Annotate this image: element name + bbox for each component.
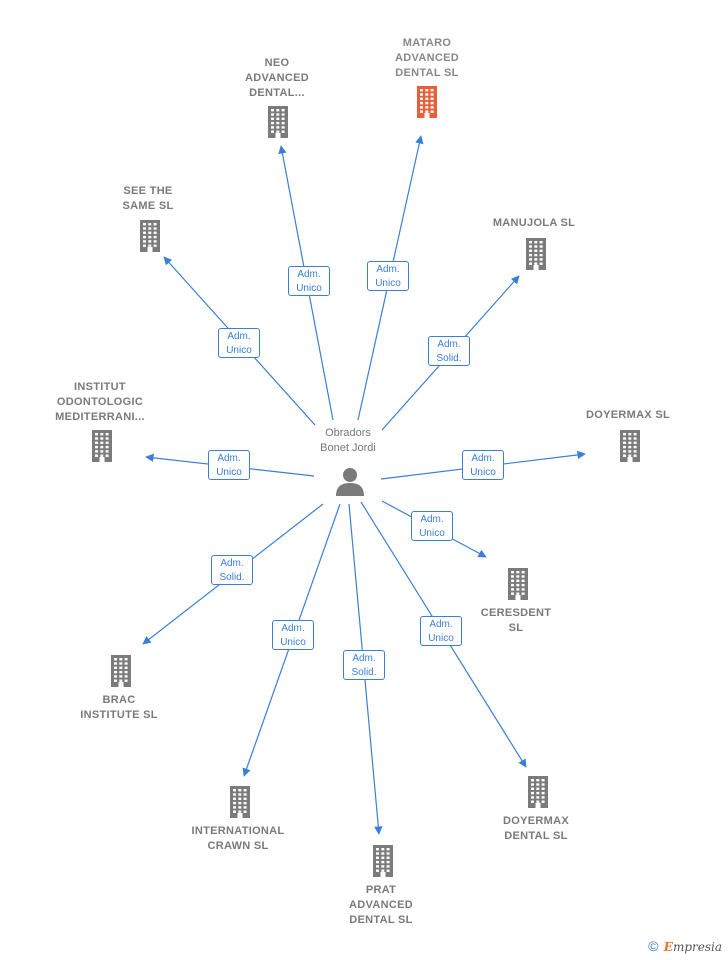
company-label-international-crawn[interactable]: INTERNATIONAL CRAWN SL [173,824,303,854]
relation-label-mataro-advanced-dental[interactable]: Adm. Unico [367,261,409,291]
company-label-prat-advanced-dental[interactable]: PRAT ADVANCED DENTAL SL [316,883,446,928]
person-icon[interactable] [332,464,368,500]
company-label-brac-institute[interactable]: BRAC INSTITUTE SL [54,693,184,723]
relation-label-manujola[interactable]: Adm. Solid. [428,336,470,366]
building-icon[interactable] [365,843,401,879]
building-icon[interactable] [520,774,556,810]
company-name-line: MEDITERRANI... [55,411,145,423]
relation-label-brac-institute[interactable]: Adm. Solid. [211,555,253,585]
copyright-icon: © [648,938,659,954]
relation-text: Unico [280,637,306,648]
company-name-line: DENTAL SL [349,914,413,926]
company-label-doyermax[interactable]: DOYERMAX SL [563,408,693,423]
building-icon[interactable] [409,84,445,120]
company-name-line: CERESDENT [480,607,552,619]
relation-text: Adm. [429,619,453,630]
relation-label-neo-advanced-dental[interactable]: Adm. Unico [288,266,330,296]
company-label-mataro-advanced-dental[interactable]: MATARO ADVANCED DENTAL SL [362,36,492,81]
building-icon[interactable] [500,566,536,602]
building-icon[interactable] [612,428,648,464]
company-label-ceresdent[interactable]: CERESDENT SL [451,606,581,636]
relation-text: Adm. [227,331,251,342]
relation-label-see-the-same[interactable]: Adm. Unico [218,328,260,358]
company-name-line: DOYERMAX SL [586,409,670,421]
building-icon[interactable] [103,653,139,689]
building-icon[interactable] [260,104,296,140]
company-label-institut-odontologic[interactable]: INSTITUT ODONTOLOGIC MEDITERRANI... [35,380,165,425]
company-name-line: DENTAL... [249,87,305,99]
company-name-line: INTERNATIONAL [191,825,285,837]
relation-label-prat-advanced-dental[interactable]: Adm. Solid. [343,650,385,680]
company-name-line: DOYERMAX [503,815,569,827]
relation-text: Adm. [220,558,244,569]
company-name-line: PRAT [365,884,397,896]
company-name-line: INSTITUTE SL [80,709,158,721]
relation-text: Unico [470,467,496,478]
relation-label-institut-odontologic[interactable]: Adm. Unico [208,450,250,480]
building-icon[interactable] [84,428,120,464]
company-label-neo-advanced-dental[interactable]: NEO ADVANCED DENTAL... [212,56,342,101]
relation-text: Unico [428,633,454,644]
relation-text: Adm. [437,339,461,350]
relation-text: Adm. [352,653,376,664]
relation-text: Unico [216,467,242,478]
company-label-doyermax-dental[interactable]: DOYERMAX DENTAL SL [471,814,601,844]
relation-text: Solid. [436,353,462,364]
company-name-line: MANUJOLA SL [492,217,576,229]
company-name-line: ADVANCED [395,52,459,64]
center-name-line-2: Bonet Jordi [320,442,376,454]
building-icon[interactable] [222,784,258,820]
relation-text: Adm. [420,514,444,525]
brand-logo: Empresia [663,940,722,954]
company-label-see-the-same[interactable]: SEE THE SAME SL [83,184,213,214]
relation-text: Adm. [281,623,305,634]
building-icon[interactable] [518,236,554,272]
center-person-label[interactable]: Obradors Bonet Jordi [288,426,408,456]
building-icon[interactable] [132,218,168,254]
company-name-line: DENTAL SL [395,67,459,79]
company-name-line: ADVANCED [349,899,413,911]
company-name-line: INSTITUT [74,381,126,393]
credit[interactable]: © Empresia [648,938,722,954]
company-name-line: NEO [264,57,290,69]
company-name-line: ADVANCED [245,72,309,84]
company-label-manujola[interactable]: MANUJOLA SL [469,216,599,231]
relation-text: Adm. [297,269,321,280]
relation-text: Adm. [217,453,241,464]
company-name-line: SEE THE [123,185,173,197]
relation-text: Solid. [351,667,377,678]
company-name-line: BRAC [102,694,136,706]
company-name-line: DENTAL SL [504,830,568,842]
relation-label-ceresdent[interactable]: Adm. Unico [411,511,453,541]
company-name-line: ODONTOLOGIC [56,396,144,408]
company-name-line: SAME SL [122,200,174,212]
relation-text: Unico [419,528,445,539]
relation-text: Solid. [219,572,245,583]
relation-text: Unico [375,278,401,289]
relation-label-doyermax-dental[interactable]: Adm. Unico [420,616,462,646]
relation-label-doyermax[interactable]: Adm. Unico [462,450,504,480]
relation-text: Unico [226,345,252,356]
company-name-line: CRAWN SL [207,840,269,852]
relation-text: Adm. [471,453,495,464]
center-name-line-1: Obradors [325,427,371,439]
relation-text: Unico [296,283,322,294]
company-name-line: SL [508,622,524,634]
relation-label-international-crawn[interactable]: Adm. Unico [272,620,314,650]
company-name-line: MATARO [402,37,452,49]
relation-text: Adm. [376,264,400,275]
